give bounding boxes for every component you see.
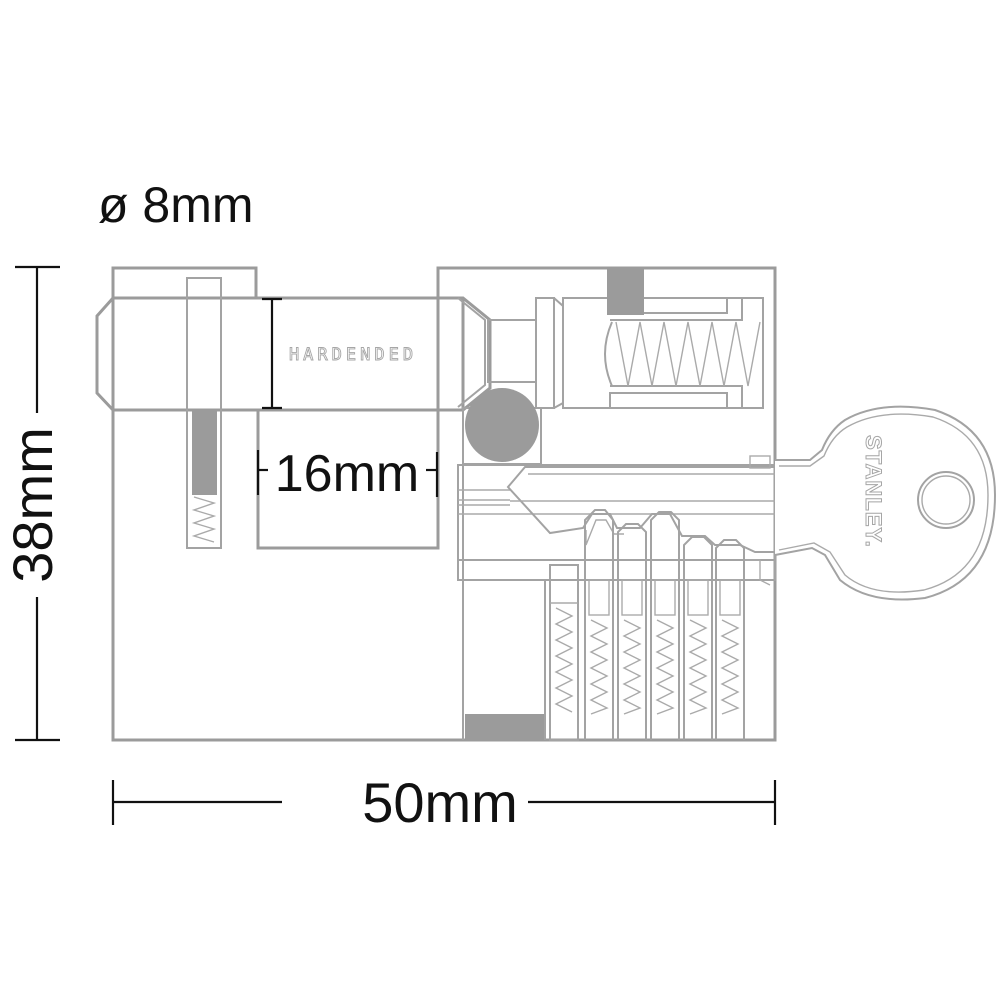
pin-2 [584,509,614,740]
pin-3 [617,523,647,740]
key-blade [506,455,775,553]
pin-1 [549,564,579,741]
pin-tumblers [463,509,771,741]
shackle-diameter-marker [262,297,282,410]
body-height-label: 38mm [1,427,64,583]
shackle-diameter-label: ø 8mm [98,177,254,233]
width-dimension: 50mm [111,771,777,834]
shackle-engraving: HARDENDED [289,345,417,365]
clearance-label: 16mm [275,445,419,503]
plunger-mechanism [457,268,764,409]
pin-5 [683,536,713,740]
shackle-pin-left [186,277,222,549]
shackle: HARDENDED [95,296,492,412]
cylinder-core [457,464,776,740]
key-brand-engraving: STANLEY. [861,435,886,548]
body-width-label: 50mm [362,771,518,834]
pin-6 [715,539,745,740]
height-dimension: 38mm [1,265,64,742]
key-bow: STANLEY. [774,405,997,601]
clearance-dimension: 16mm [256,445,439,503]
pin-4 [650,511,680,740]
